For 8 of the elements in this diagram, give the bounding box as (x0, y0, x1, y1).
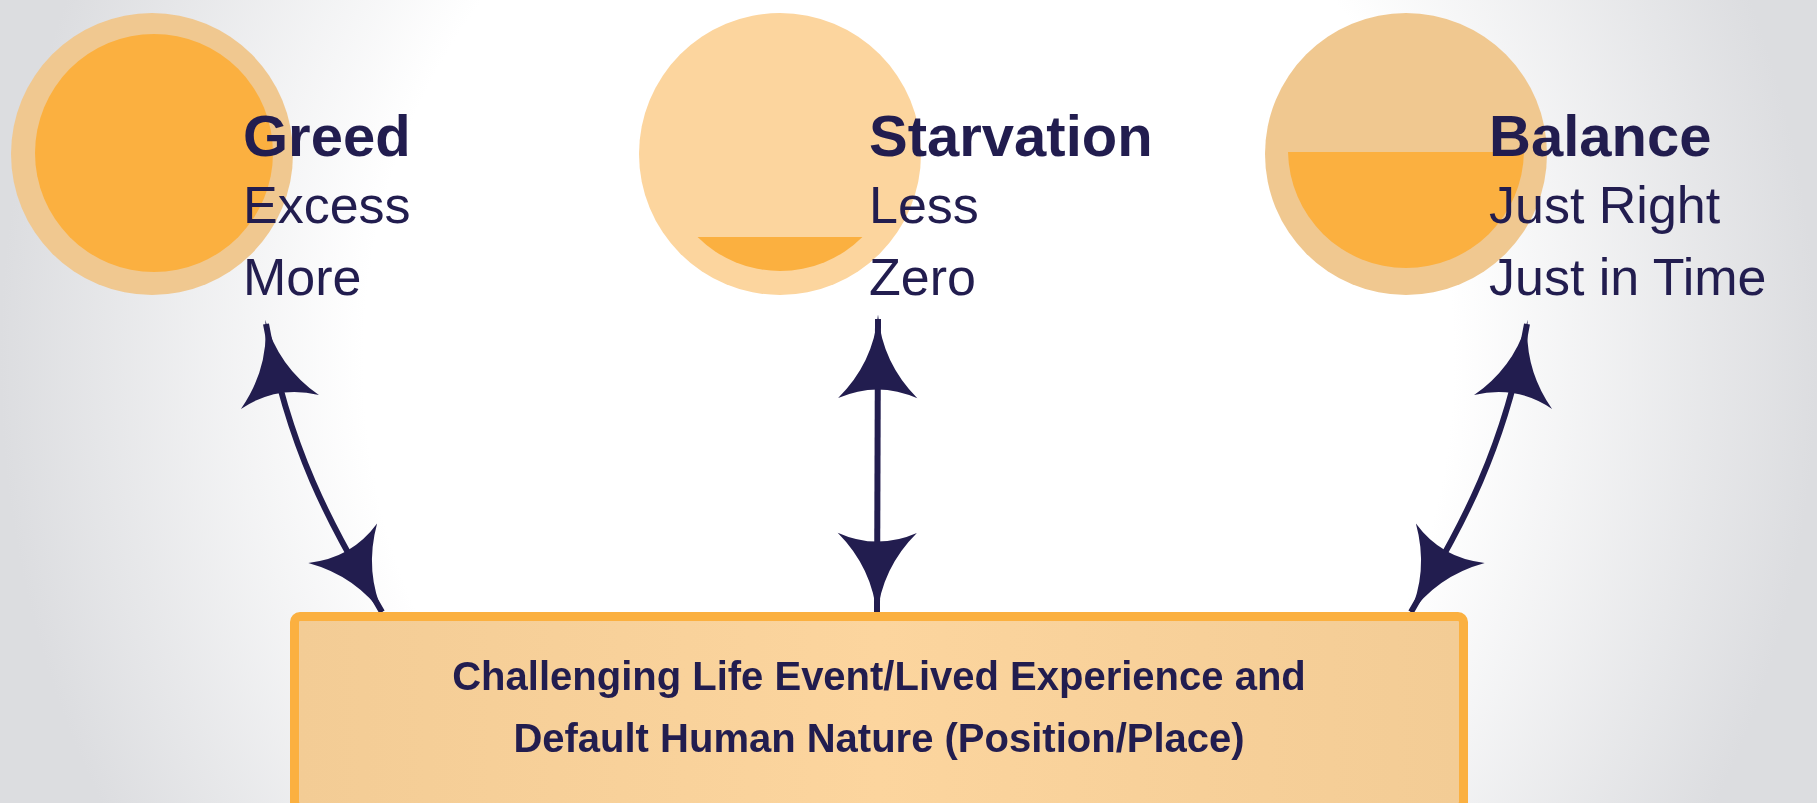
text-line: Zero (869, 251, 976, 303)
text-line: Less (869, 179, 979, 231)
text-line: More (243, 251, 362, 303)
box-text: Challenging Life Event/Lived Experience and Default Human Nature (Position/Place) (451, 653, 1307, 762)
text-box (290, 612, 1468, 803)
text-line: Just in Time (1489, 251, 1767, 303)
heading: Starvation (869, 107, 1153, 165)
heading: Balance (1489, 107, 1712, 165)
